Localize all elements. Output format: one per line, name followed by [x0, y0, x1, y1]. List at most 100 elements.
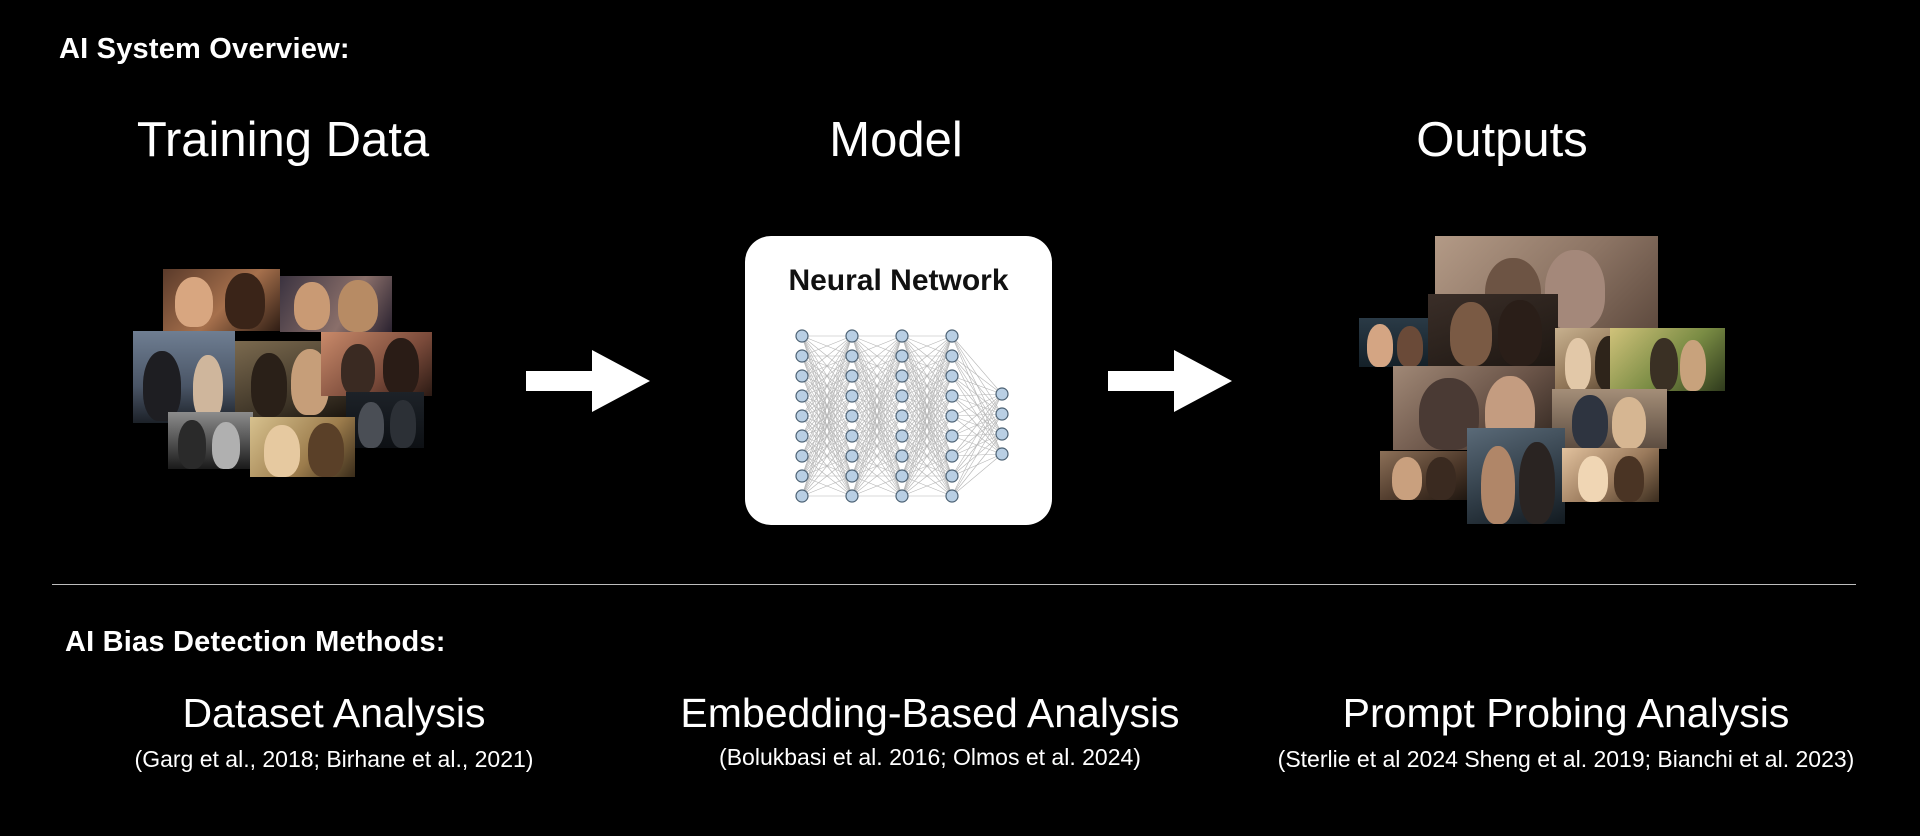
network-edge — [851, 335, 903, 497]
network-edge — [851, 335, 903, 377]
network-node-layer-4 — [945, 429, 959, 443]
network-node-layer-3 — [895, 349, 909, 363]
network-node-layer-5 — [995, 427, 1009, 441]
network-node-layer-4 — [945, 469, 959, 483]
network-edge — [801, 415, 853, 497]
network-edge — [851, 455, 903, 497]
network-node-layer-1 — [795, 449, 809, 463]
neural-network-title: Neural Network — [788, 264, 1009, 297]
network-node-layer-5 — [995, 407, 1009, 421]
network-edge — [851, 375, 903, 497]
network-node-layer-4 — [945, 389, 959, 403]
network-edge — [951, 335, 1003, 395]
training-photo — [280, 276, 392, 332]
stage-title-training-data: Training Data — [136, 113, 430, 167]
network-edge — [951, 393, 1003, 477]
network-node-layer-2 — [845, 369, 859, 383]
network-edge — [901, 395, 953, 497]
network-node-layer-2 — [845, 449, 859, 463]
network-edge — [901, 335, 953, 477]
network-edge — [951, 393, 1003, 437]
network-edge — [801, 335, 853, 437]
methods-heading: AI Bias Detection Methods: — [65, 626, 446, 658]
network-edge — [851, 335, 903, 417]
network-edge — [801, 335, 853, 397]
network-edge — [951, 393, 1003, 417]
network-node-layer-2 — [845, 469, 859, 483]
network-edge — [901, 375, 953, 497]
network-edge — [801, 355, 853, 497]
overview-heading: AI System Overview: — [59, 33, 350, 65]
neural-network-diagram — [795, 329, 1009, 503]
section-divider — [52, 584, 1856, 585]
stage-title-model: Model — [829, 113, 963, 167]
network-edge — [801, 335, 853, 477]
stage-title-outputs: Outputs — [1416, 113, 1588, 167]
network-edge — [801, 335, 853, 497]
network-node-layer-3 — [895, 449, 909, 463]
network-node-layer-1 — [795, 369, 809, 383]
network-edge — [801, 335, 853, 357]
network-node-layer-4 — [945, 329, 959, 343]
network-edge — [951, 393, 1003, 497]
network-connections — [801, 335, 1003, 497]
output-photo — [1428, 294, 1558, 366]
network-node-layer-2 — [845, 489, 859, 503]
network-edge — [851, 395, 903, 497]
network-edge — [901, 335, 953, 457]
network-node-layer-1 — [795, 329, 809, 343]
network-node-layer-4 — [945, 409, 959, 423]
network-edge — [951, 413, 1003, 497]
network-node-layer-2 — [845, 409, 859, 423]
network-edge — [901, 335, 953, 497]
output-photo — [1359, 318, 1431, 367]
network-edge — [951, 375, 1003, 395]
network-node-layer-4 — [945, 369, 959, 383]
training-photo — [346, 392, 424, 448]
network-edge — [801, 435, 853, 497]
network-node-layer-1 — [795, 349, 809, 363]
network-edge — [801, 335, 853, 457]
method-title-dataset-analysis: Dataset Analysis — [182, 690, 486, 736]
network-edge — [951, 355, 1003, 395]
method-title-embedding-analysis: Embedding-Based Analysis — [680, 690, 1180, 736]
network-edge — [851, 475, 903, 497]
network-edge — [851, 435, 903, 497]
network-node-layer-1 — [795, 489, 809, 503]
network-edge — [851, 335, 903, 477]
network-node-layer-3 — [895, 329, 909, 343]
network-edge — [901, 335, 953, 437]
training-photo — [321, 332, 432, 396]
network-edge — [801, 335, 853, 417]
network-edge — [851, 335, 903, 457]
training-photo — [250, 417, 355, 477]
network-node-layer-3 — [895, 389, 909, 403]
training-photo — [133, 331, 235, 423]
network-edge — [901, 335, 953, 357]
method-title-prompt-probing: Prompt Probing Analysis — [1342, 690, 1790, 736]
network-node-layer-1 — [795, 469, 809, 483]
output-photo — [1467, 428, 1565, 524]
method-citation-prompt-probing: (Sterlie et al 2024 Sheng et al. 2019; B… — [1277, 746, 1855, 772]
network-edge — [801, 335, 853, 377]
network-edge — [801, 375, 853, 497]
right-arrow-icon — [526, 350, 650, 412]
network-edge — [901, 355, 953, 497]
method-citation-embedding-analysis: (Bolukbasi et al. 2016; Olmos et al. 202… — [719, 744, 1141, 770]
network-edge — [851, 415, 903, 497]
network-edge — [851, 335, 903, 397]
network-node-layer-4 — [945, 449, 959, 463]
network-node-layer-2 — [845, 429, 859, 443]
output-photo — [1380, 451, 1468, 500]
network-node-layer-3 — [895, 429, 909, 443]
network-edge — [901, 475, 953, 497]
network-node-layer-2 — [845, 329, 859, 343]
output-photo — [1562, 448, 1659, 502]
training-photo — [163, 269, 280, 331]
network-node-layer-5 — [995, 387, 1009, 401]
network-edge — [901, 335, 953, 397]
network-edge — [951, 393, 1003, 397]
network-edge — [801, 455, 853, 497]
network-edge — [901, 435, 953, 497]
output-photo — [1552, 389, 1667, 449]
